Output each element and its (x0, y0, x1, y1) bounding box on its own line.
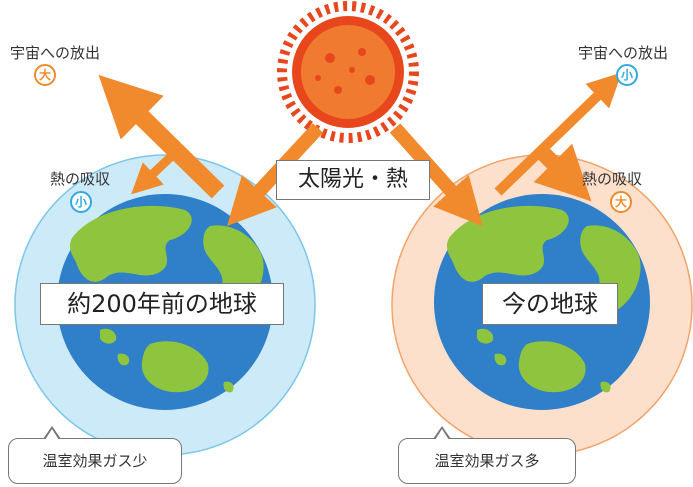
sunlight-arrow-present (389, 123, 483, 227)
past-emission-level-badge: 大 (34, 64, 56, 86)
past-absorption-label: 熱の吸収 (50, 170, 111, 188)
past-absorption-level-badge: 小 (70, 191, 92, 213)
absorption-arrow-present (533, 143, 592, 202)
emission-arrow-past (98, 74, 225, 199)
present-emission-label: 宇宙への放出 (578, 44, 669, 62)
sun-icon (277, 1, 419, 143)
absorption-arrow-past (131, 146, 182, 195)
present-emission-level-badge: 小 (616, 64, 638, 86)
present-absorption-level-badge: 大 (610, 191, 632, 213)
sunlight-label: 太陽光・熱 (276, 160, 430, 200)
present-gas-label: 温室効果ガス多 (434, 452, 540, 470)
present-earth-title: 今の地球 (482, 283, 618, 325)
past-emission-label: 宇宙への放出 (10, 44, 101, 62)
past-gas-label: 温室効果ガス少 (42, 452, 148, 470)
past-earth-title: 約200年前の地球 (40, 283, 284, 325)
past-gas-callout: 温室効果ガス少 (8, 426, 182, 484)
present-absorption-label: 熱の吸収 (582, 170, 643, 188)
emission-arrow-present (494, 72, 622, 196)
present-gas-callout: 温室効果ガス多 (398, 426, 576, 484)
